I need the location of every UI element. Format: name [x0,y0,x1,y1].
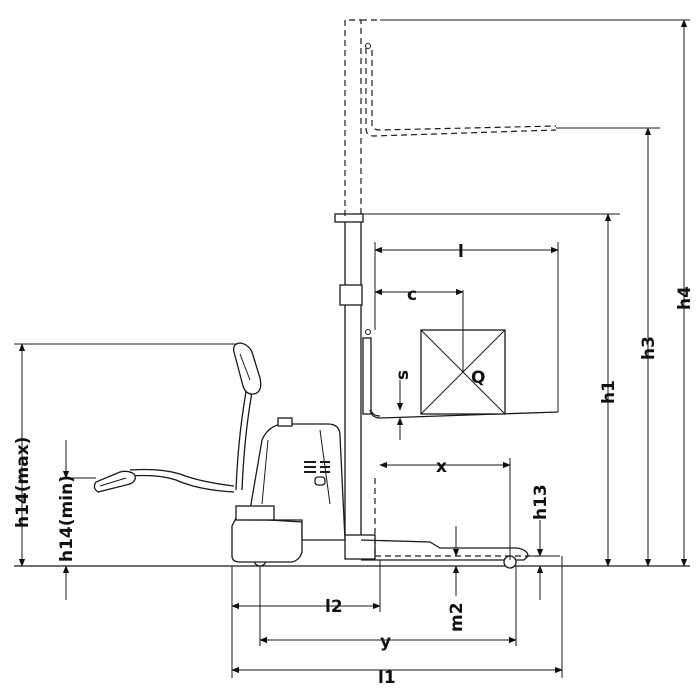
load-label-q: Q [471,368,485,388]
label-l2: l2 [325,597,343,617]
dim-h13 [528,520,560,600]
label-x: x [436,457,447,477]
dim-h1 [363,213,620,567]
label-m2: m2 [447,602,467,632]
dim-h4 [380,19,690,567]
label-l1: l1 [378,668,396,688]
label-s: s [393,370,413,380]
dim-l1 [231,556,563,678]
label-h14-min: h14(min) [57,475,77,562]
tiller-upright [232,342,262,491]
dim-x [379,458,511,560]
dim-l2 [231,560,381,678]
label-h14-max: h14(max) [13,437,33,528]
label-h3: h3 [639,336,659,360]
dim-h14-min [60,440,96,600]
dim-y [259,566,517,646]
raised-forks [365,43,557,137]
label-c: c [407,285,417,305]
label-h4: h4 [675,286,695,310]
tiller-lowered [93,468,235,493]
mast [334,19,380,541]
dim-h3 [556,127,660,567]
truck-body [231,417,346,563]
label-y: y [380,632,391,652]
dim-h14-max [14,343,236,567]
label-h13: h13 [531,484,551,520]
label-l: l [458,242,464,262]
label-h1: h1 [599,380,619,404]
fork-carriage [362,329,559,419]
